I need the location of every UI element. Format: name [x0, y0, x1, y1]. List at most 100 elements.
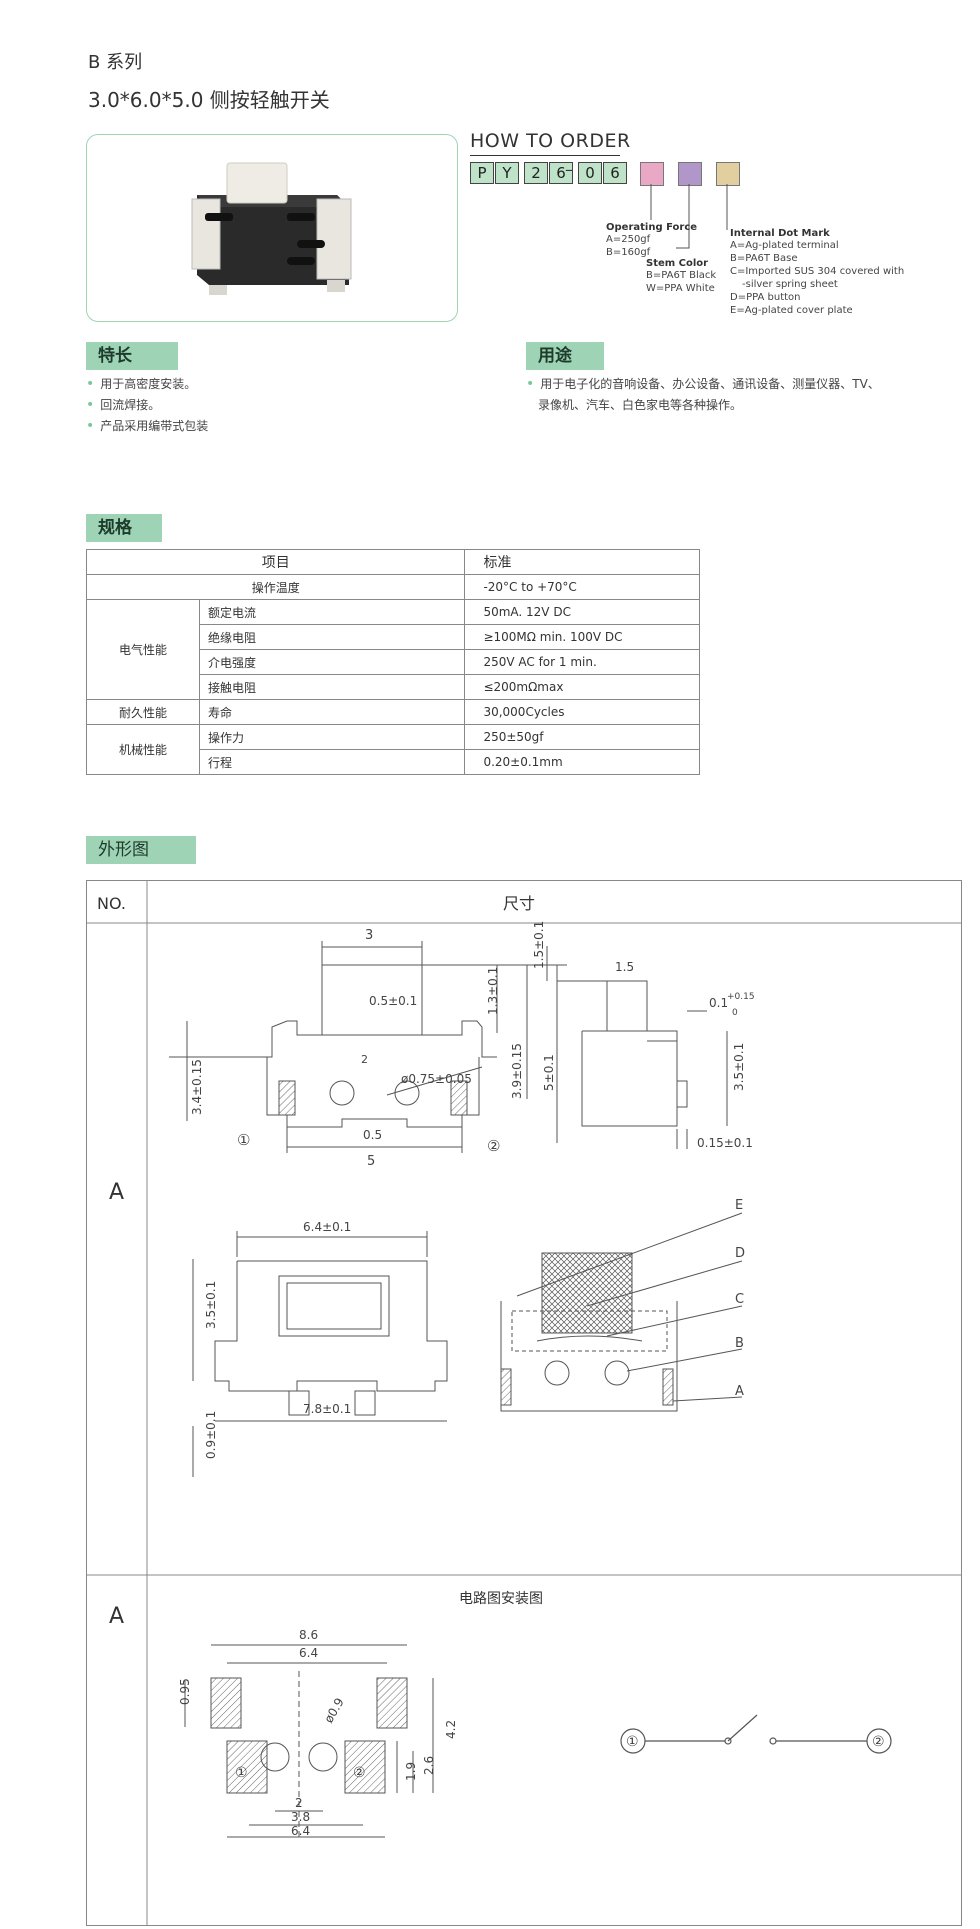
part-label: A — [735, 1384, 744, 1399]
header-item: 项目 — [85, 549, 466, 575]
product-photo-frame — [86, 134, 458, 322]
dim-label: 4.2 — [444, 1720, 458, 1739]
table-row: 项目 标准 — [85, 549, 700, 575]
cell-label: 额定电流 — [198, 599, 466, 625]
dim-label: 7.8±0.1 — [303, 1402, 351, 1416]
table-row: 行程 0.20±0.1mm — [87, 749, 700, 775]
cell-value: ≤200mΩmax — [464, 674, 700, 700]
force-b: B=160gf — [606, 247, 651, 258]
code-char: 6 — [549, 162, 573, 184]
cell-label: 操作温度 — [85, 574, 466, 600]
how-to-order-title: HOW TO ORDER — [470, 130, 631, 152]
series-title: B 系列 — [88, 52, 143, 73]
cell-label: 行程 — [198, 749, 466, 775]
dim-label: 3.9±0.15 — [510, 1043, 524, 1099]
dot-option-box — [716, 162, 740, 186]
section-view — [500, 1212, 743, 1412]
usage-text: 用于电子化的音响设备、办公设备、通讯设备、测量仪器、TV、 录像机、汽车、白色家… — [526, 374, 880, 416]
dot-e: E=Ag-plated cover plate — [730, 305, 853, 316]
dim-label: 0.95 — [178, 1678, 192, 1705]
terminal-1: ① — [235, 1765, 248, 1781]
pcb-layout — [184, 1644, 434, 1841]
force-option-box — [640, 162, 664, 186]
dim-label: 3.5±0.1 — [732, 1043, 746, 1091]
dot-c2: -silver spring sheet — [742, 279, 838, 290]
dim-label: 3.4±0.15 — [190, 1059, 204, 1115]
terminal-2: ② — [353, 1765, 366, 1781]
list-item: 用于高密度安装。 — [86, 374, 208, 395]
part-label: C — [735, 1292, 744, 1307]
table-row: 耐久性能 寿命 30,000Cycles — [86, 699, 700, 725]
part-label: D — [735, 1246, 745, 1261]
cell-label: 寿命 — [198, 699, 466, 725]
dim-label: 6.4 — [299, 1646, 318, 1660]
dim-label: 5 — [367, 1154, 375, 1169]
stem-b: B=PA6T Black — [646, 270, 717, 281]
dim-label: 0.5±0.1 — [369, 994, 417, 1008]
features-tag: 特长 — [86, 342, 178, 370]
force-a: A=250gf — [606, 234, 651, 245]
switch-schematic — [620, 1714, 892, 1754]
col-no: NO. — [97, 894, 126, 913]
dot-b: B=PA6T Base — [730, 253, 798, 264]
dim-label: 2 — [361, 1053, 368, 1066]
spec-tag: 规格 — [86, 514, 162, 542]
cell-label: 操作力 — [198, 724, 466, 750]
dim-label: 0 — [732, 1008, 738, 1018]
order-code-size: 0 6 — [578, 162, 628, 184]
cell-value: 0.20±0.1mm — [464, 749, 700, 775]
cell-value: 50mA. 12V DC — [464, 599, 700, 625]
cell-group: 耐久性能 — [86, 699, 200, 725]
dim-label: 6.4 — [291, 1824, 310, 1838]
dim-label: 0.1 — [709, 996, 728, 1010]
dim-label: ø0.9 — [321, 1696, 346, 1726]
front-view — [169, 941, 567, 1153]
dim-label: 3.5±0.1 — [204, 1281, 218, 1329]
terminal-2: ② — [872, 1734, 885, 1750]
dot-legend: Internal Dot Mark A=Ag-plated terminal B… — [730, 228, 904, 317]
terminal-1: ① — [237, 1131, 250, 1149]
table-row: 操作温度 -20°C to +70°C — [85, 574, 700, 600]
divider — [470, 155, 620, 156]
code-char: 2 — [524, 162, 548, 184]
dim-label: 3.8 — [291, 1810, 310, 1824]
cell-value: 250V AC for 1 min. — [464, 649, 700, 675]
cell-value: -20°C to +70°C — [464, 574, 700, 600]
dim-label: 1.5 — [615, 960, 634, 974]
order-code-prefix: P Y 2 6 — [470, 162, 574, 184]
list-item: 回流焊接。 — [86, 395, 208, 416]
code-char: P — [470, 162, 494, 184]
code-char: Y — [495, 162, 519, 184]
outline-drawing: NO. 尺寸 A A 3 0.5±0.1 1.3±0.1 3 — [87, 881, 961, 1925]
dim-label: 1.3±0.1 — [486, 967, 500, 1015]
cell-label: 接触电阻 — [198, 674, 466, 700]
code-dash: – — [565, 160, 573, 179]
cell-label: 绝缘电阻 — [198, 624, 466, 650]
dim-label: 1.9 — [404, 1762, 418, 1781]
dot-a: A=Ag-plated terminal — [730, 240, 839, 251]
outline-frame: NO. 尺寸 A A 3 0.5±0.1 1.3±0.1 3 — [86, 880, 962, 1926]
row-label: A — [109, 1604, 124, 1629]
terminal-1: ① — [626, 1734, 639, 1750]
header-std: 标准 — [464, 549, 700, 575]
spec-table: 项目 标准 操作温度 -20°C to +70°C 电气性能 额定电流 50mA… — [85, 549, 700, 775]
dot-c: C=Imported SUS 304 covered with — [730, 266, 905, 277]
stem-legend: Stem Color B=PA6T Black W=PPA White — [646, 258, 716, 295]
circuit-title: 电路图安装图 — [459, 1591, 543, 1607]
list-item: 用于电子化的音响设备、办公设备、通讯设备、测量仪器、TV、 — [526, 374, 880, 395]
part-label: B — [735, 1336, 744, 1351]
product-title: 3.0*6.0*5.0 侧按轻触开关 — [88, 88, 330, 112]
dim-label: 2.6 — [422, 1756, 436, 1775]
cell-value: 250±50gf — [464, 724, 700, 750]
side-view — [546, 946, 728, 1149]
dim-label: 5±0.1 — [542, 1054, 556, 1091]
dim-label: 2 — [295, 1796, 303, 1810]
part-label: E — [735, 1198, 743, 1213]
row-label: A — [109, 1180, 124, 1205]
stem-option-box — [678, 162, 702, 186]
table-row: 机械性能 操作力 250±50gf — [86, 724, 700, 775]
dot-title: Internal Dot Mark — [730, 228, 830, 239]
usage-tag: 用途 — [526, 342, 604, 370]
product-photo — [191, 162, 352, 295]
force-title: Operating Force — [606, 222, 698, 233]
